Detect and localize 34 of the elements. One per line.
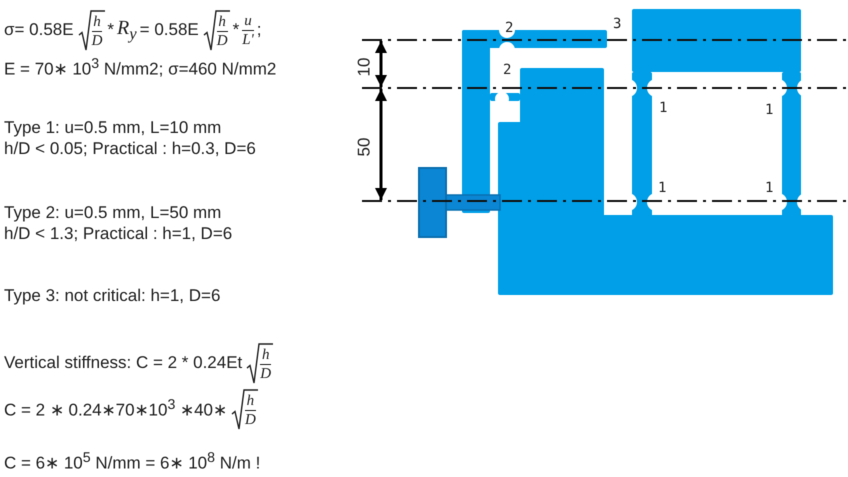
numerator: u — [244, 12, 252, 28]
hinge-type-number: 2 — [503, 63, 512, 77]
hinge-type-number: 2 — [505, 21, 514, 35]
denominator: D — [260, 366, 272, 382]
hinge-type-number: 1 — [659, 101, 668, 115]
hinge-type-number: 1 — [765, 103, 774, 117]
denominator: D — [92, 32, 102, 48]
formula-text: R$_{y}$ — [117, 16, 137, 44]
numerator: h — [262, 346, 270, 362]
formula-text: σ= 0.58E — [4, 20, 74, 40]
formula-text: h/D < 0.05; Practical : h=0.3, D=6 — [4, 139, 256, 159]
numerator: h — [218, 14, 226, 30]
formula-text: Type 1: u=0.5 mm, L=10 mm — [4, 118, 222, 138]
hinge-type-number: 1 — [765, 181, 774, 195]
formula-text: C = 2 ∗ 0.24∗70∗10$^{3}$ ∗40∗ — [4, 397, 227, 421]
formula-text: * — [107, 20, 114, 40]
dimension-label: 50 — [354, 138, 374, 156]
numerator: h — [246, 392, 254, 408]
hinge-type-number: 1 — [658, 181, 666, 195]
formula-text: * — [232, 20, 240, 40]
numerator: h — [93, 14, 101, 30]
formula-text: ; — [256, 20, 262, 40]
formula-text: Type 2: u=0.5 mm, L=50 mm — [4, 203, 222, 223]
formula-text: C = 6∗ 10$^{5}$ N/mm = 6∗ 10$^{8}$ N/m ! — [4, 450, 260, 474]
denominator: D — [216, 32, 228, 48]
hinge-type-number: 3 — [613, 17, 622, 31]
formula-text: = 0.58E — [140, 20, 199, 40]
denominator: L' — [242, 32, 254, 48]
formula-text: Type 3: not critical: h=1, D=6 — [4, 286, 220, 306]
formula-text: h/D < 1.3; Practical : h=1, D=6 — [4, 224, 232, 244]
formula-text: E = 70∗ 10$^{3}$ N/mm2; σ=460 N/mm2 — [4, 56, 276, 80]
denominator: D — [244, 412, 256, 428]
dimension-label: 10 — [354, 58, 374, 76]
formula-text: Vertical stiffness: C = 2 * 0.24Et — [4, 353, 242, 373]
